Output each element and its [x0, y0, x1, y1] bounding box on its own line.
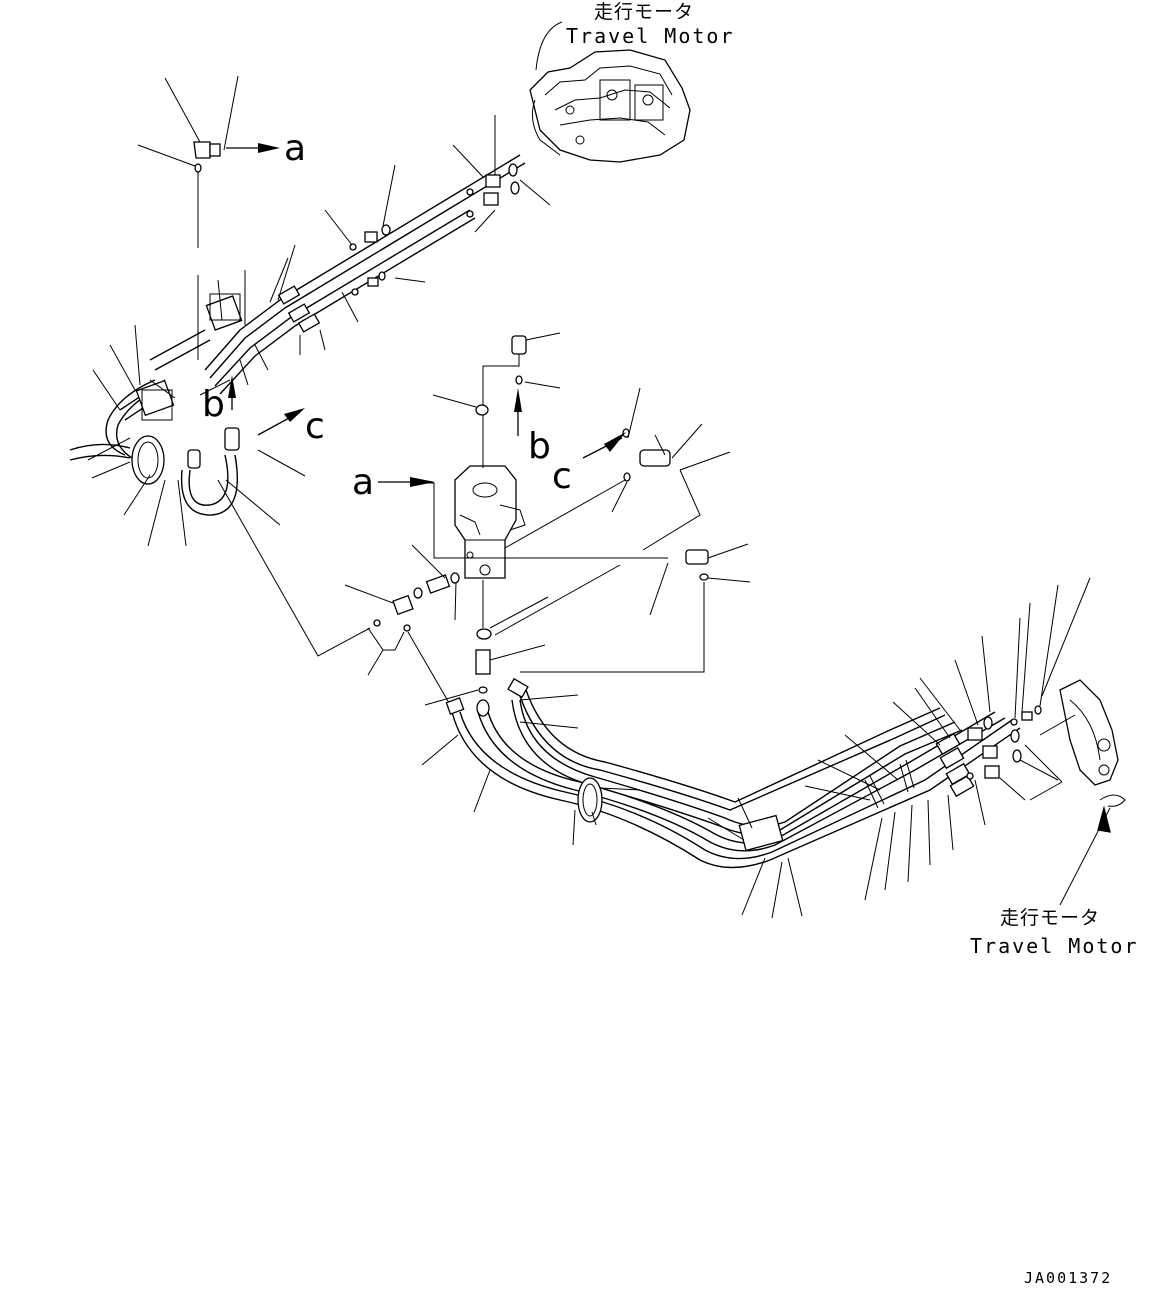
center-leader-lines: [344, 332, 751, 729]
travel-motor-bottom-en-label: Travel Motor: [970, 934, 1139, 958]
callout-arrows: [226, 143, 626, 487]
callout-b-center: b: [528, 426, 551, 467]
callout-b-left: b: [202, 384, 225, 425]
upper-hose-bundle: [69, 154, 526, 516]
upper-leader-lines: [87, 75, 551, 657]
travel-motor-top-leader: [535, 21, 563, 71]
callout-c-left: c: [305, 406, 325, 447]
drawing-code: JA001372: [1024, 1269, 1112, 1287]
lower-hose-bundle: [445, 677, 1042, 869]
travel-motor-bottom: [1059, 679, 1126, 807]
callout-a-center: a: [352, 462, 374, 503]
travel-motor-top-jp-label: 走行モータ: [594, 1, 694, 23]
travel-motor-top: [529, 49, 691, 163]
travel-motor-bottom-jp-label: 走行モータ: [1000, 907, 1100, 929]
lower-leader-lines: [421, 577, 1091, 919]
callout-a-top: a: [284, 128, 306, 169]
upper-fittings: [193, 141, 520, 296]
travel-motor-top-en-label: Travel Motor: [566, 24, 735, 48]
swivel-joint: [373, 335, 709, 717]
callout-c-right: c: [552, 456, 572, 497]
